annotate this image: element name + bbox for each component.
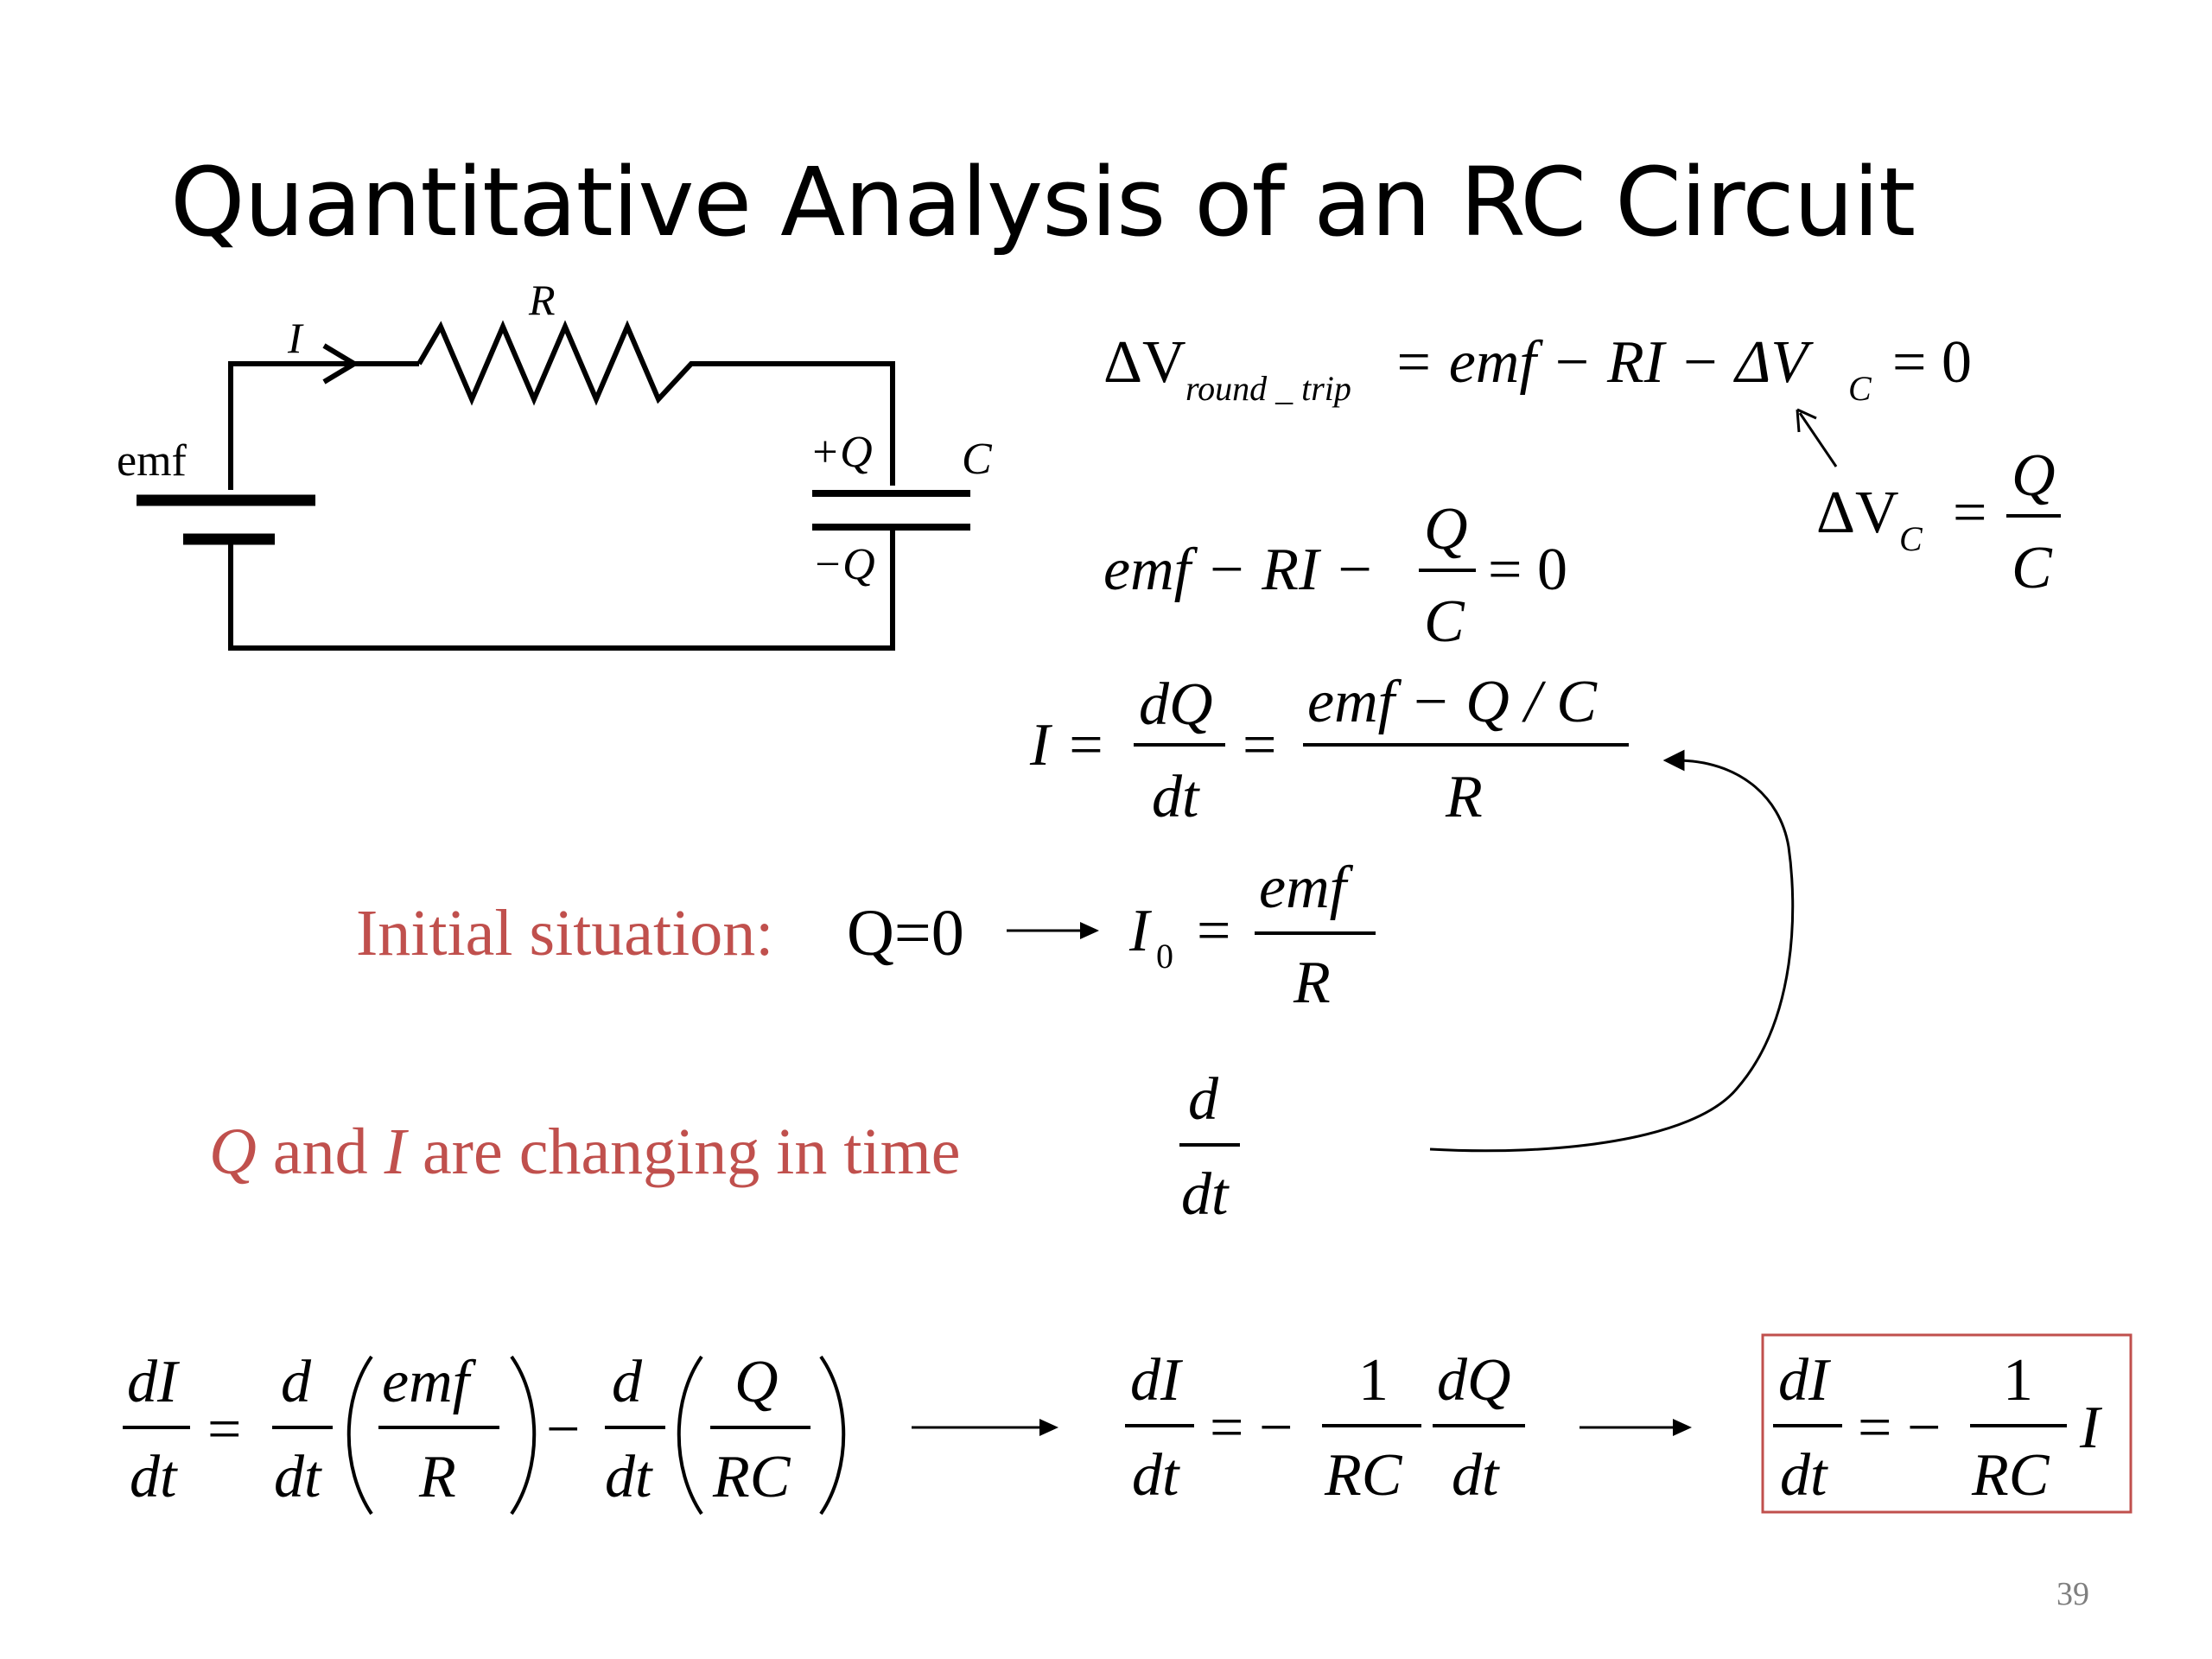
loop-rhs: = emf − RI − ΔV [1393, 329, 1814, 396]
initial-current-equation: I 0 = emf R [1128, 855, 1376, 1016]
f2-dt: dt [1452, 1442, 1500, 1509]
current-arrow-icon [322, 343, 359, 385]
f1-dt2: dt [605, 1444, 653, 1510]
current-eq2: = [1243, 712, 1276, 779]
changing-and: and [257, 1116, 385, 1188]
i0-sub: 0 [1156, 937, 1173, 976]
wire-bottom [228, 529, 895, 651]
bottom-equation-1: dI dt = d dt emf R − d dt Q RC [123, 1349, 846, 1516]
f1-paren-right-2 [819, 1355, 846, 1516]
emf-label: emf [117, 436, 188, 486]
i0-denominator: R [1293, 950, 1331, 1016]
vc-delta: ΔV [1816, 480, 1899, 546]
f1-paren-right-1 [510, 1355, 537, 1516]
capacitor-label: C [962, 435, 993, 484]
changing-text: Q and I are changing in time [209, 1116, 960, 1188]
kvl-rhs: = 0 [1488, 537, 1567, 603]
f1-eq: = [207, 1396, 241, 1463]
curved-arrow [1429, 749, 1795, 1153]
bottom-arrow-2 [1580, 1419, 1692, 1436]
loop-equation: ΔV round _ trip = emf − RI − ΔV C = 0 [1103, 329, 1972, 408]
vc-sub: C [1899, 519, 1923, 558]
f3-num: dI [1778, 1347, 1832, 1414]
kvl-equation: emf − RI − Q C = 0 [1103, 496, 1567, 655]
bottom-arrow-2-head-icon [1673, 1419, 1692, 1436]
i0-numerator: emf [1259, 855, 1354, 921]
bottom-equation-3: dI dt = − 1 RC I [1773, 1347, 2103, 1509]
slide-title: Quantitative Analysis of an RC Circuit [170, 147, 1916, 257]
current-equation: I = dQ dt = emf − Q / C R [1029, 669, 1629, 830]
capacitor-voltage-equation: ΔV C = Q C [1816, 442, 2061, 601]
f2-RC: RC [1324, 1442, 1403, 1509]
plus-q-label: +Q [810, 428, 873, 477]
f2-dQ: dQ [1437, 1347, 1511, 1414]
result-box [1761, 1333, 2133, 1514]
resistor-label: R [528, 276, 556, 324]
initial-condition-text: Q=0 [847, 897, 964, 969]
page-number: 39 [2056, 1576, 2089, 1612]
current-num2: emf − Q / C [1307, 669, 1598, 735]
f1-den: dt [130, 1444, 178, 1510]
initial-label: Initial situation: [356, 897, 773, 969]
changing-i: I [384, 1116, 410, 1188]
initial-arrow-icon [1080, 922, 1099, 939]
f3-RC: RC [1971, 1442, 2050, 1509]
vc-equals: = [1953, 480, 1986, 546]
bottom-arrow-1-head-icon [1039, 1419, 1058, 1436]
circuit-labels: R I emf +Q −Q C [117, 276, 993, 589]
f1-Q: Q [734, 1349, 779, 1415]
initial-condition: Q=0 [847, 897, 964, 969]
initial-situation: Initial situation: Q=0 [356, 897, 1099, 969]
curved-arrow-head-icon [1662, 749, 1685, 772]
f1-num: dI [127, 1349, 181, 1415]
kvl-denominator: C [1424, 588, 1465, 655]
changing-statement: Q and I are changing in time [209, 1116, 960, 1188]
f1-paren-left-1 [346, 1355, 373, 1516]
f1-paren-left-2 [677, 1355, 703, 1516]
i0-lhs: I [1128, 898, 1153, 964]
f1-d1: d [281, 1349, 312, 1415]
f1-dt1: dt [274, 1444, 322, 1510]
bottom-equation-2: dI dt = − 1 RC dQ dt [1125, 1347, 1525, 1509]
loop-zero: = 0 [1892, 329, 1972, 396]
f1-R: R [418, 1444, 456, 1510]
current-den2: R [1445, 764, 1483, 830]
resistor-zigzag [416, 320, 895, 486]
f3-eq: = − [1858, 1395, 1941, 1461]
current-num1: dQ [1139, 671, 1213, 738]
vc-pointer-arrow [1796, 408, 1838, 467]
current-den1: dt [1152, 764, 1200, 830]
loop-subscript-c: C [1848, 369, 1872, 408]
f3-den: dt [1780, 1442, 1828, 1509]
kvl-lhs: emf − RI − [1103, 537, 1375, 603]
time-derivative-operator: d dt [1179, 1066, 1240, 1228]
ddt-num: d [1188, 1066, 1219, 1133]
kvl-numerator: Q [1424, 496, 1468, 563]
ddt-den: dt [1181, 1161, 1230, 1228]
f1-d2: d [612, 1349, 643, 1415]
f2-one: 1 [1358, 1347, 1389, 1414]
rc-circuit-diagram [137, 320, 970, 651]
f3-I: I [2079, 1395, 2103, 1461]
changing-q: Q [209, 1116, 257, 1188]
current-lhs: I = [1029, 712, 1106, 779]
loop-subscript: round _ trip [1185, 369, 1351, 408]
f2-den: dt [1132, 1442, 1180, 1509]
vc-denominator: C [2012, 535, 2053, 601]
f1-emf: emf [382, 1349, 477, 1415]
f2-eq: = − [1210, 1395, 1293, 1461]
loop-delta-v: ΔV [1103, 329, 1186, 396]
minus-q-label: −Q [812, 540, 875, 589]
f1-minus: − [546, 1396, 580, 1463]
i0-equals: = [1197, 898, 1230, 964]
vc-numerator: Q [2012, 442, 2056, 509]
f3-one: 1 [2003, 1347, 2033, 1414]
f2-num: dI [1130, 1347, 1184, 1414]
f1-RC: RC [712, 1444, 791, 1510]
changing-rest: are changing in time [406, 1116, 961, 1188]
bottom-arrow-1 [912, 1419, 1058, 1436]
current-label: I [287, 314, 304, 362]
